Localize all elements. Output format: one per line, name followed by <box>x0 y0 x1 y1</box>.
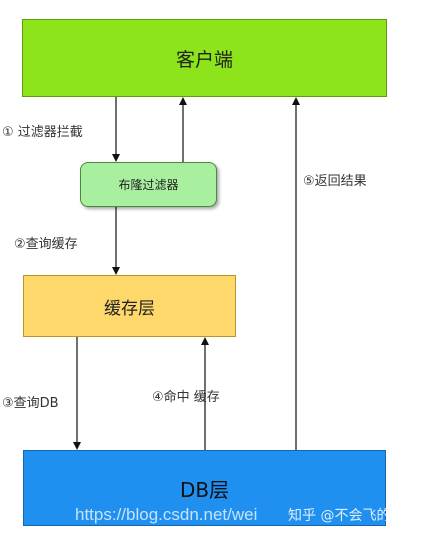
edge-label-query-cache: ②查询缓存 <box>14 237 78 252</box>
bloom-filter-label: 布隆过滤器 <box>118 178 179 192</box>
bloom-filter-node: 布隆过滤器 <box>80 162 217 207</box>
watermark-url: https://blog.csdn.net/wei <box>75 505 258 524</box>
edge-label-return-result: ⑤返回结果 <box>303 174 367 189</box>
cache-node: 缓存层 <box>23 275 236 337</box>
watermark-zhihu: 知乎 @不会飞的 <box>288 508 391 524</box>
db-label: DB层 <box>179 477 230 502</box>
edge-label-filter-intercept: ① 过滤器拦截 <box>2 125 83 140</box>
db-node: DB层 <box>23 450 386 526</box>
edge-label-hit-cache: ④命中 缓存 <box>152 390 220 405</box>
edge-label-query-db: ③查询DB <box>2 396 59 411</box>
client-label: 客户端 <box>175 48 233 71</box>
client-node: 客户端 <box>22 19 387 97</box>
cache-label: 缓存层 <box>104 298 155 319</box>
